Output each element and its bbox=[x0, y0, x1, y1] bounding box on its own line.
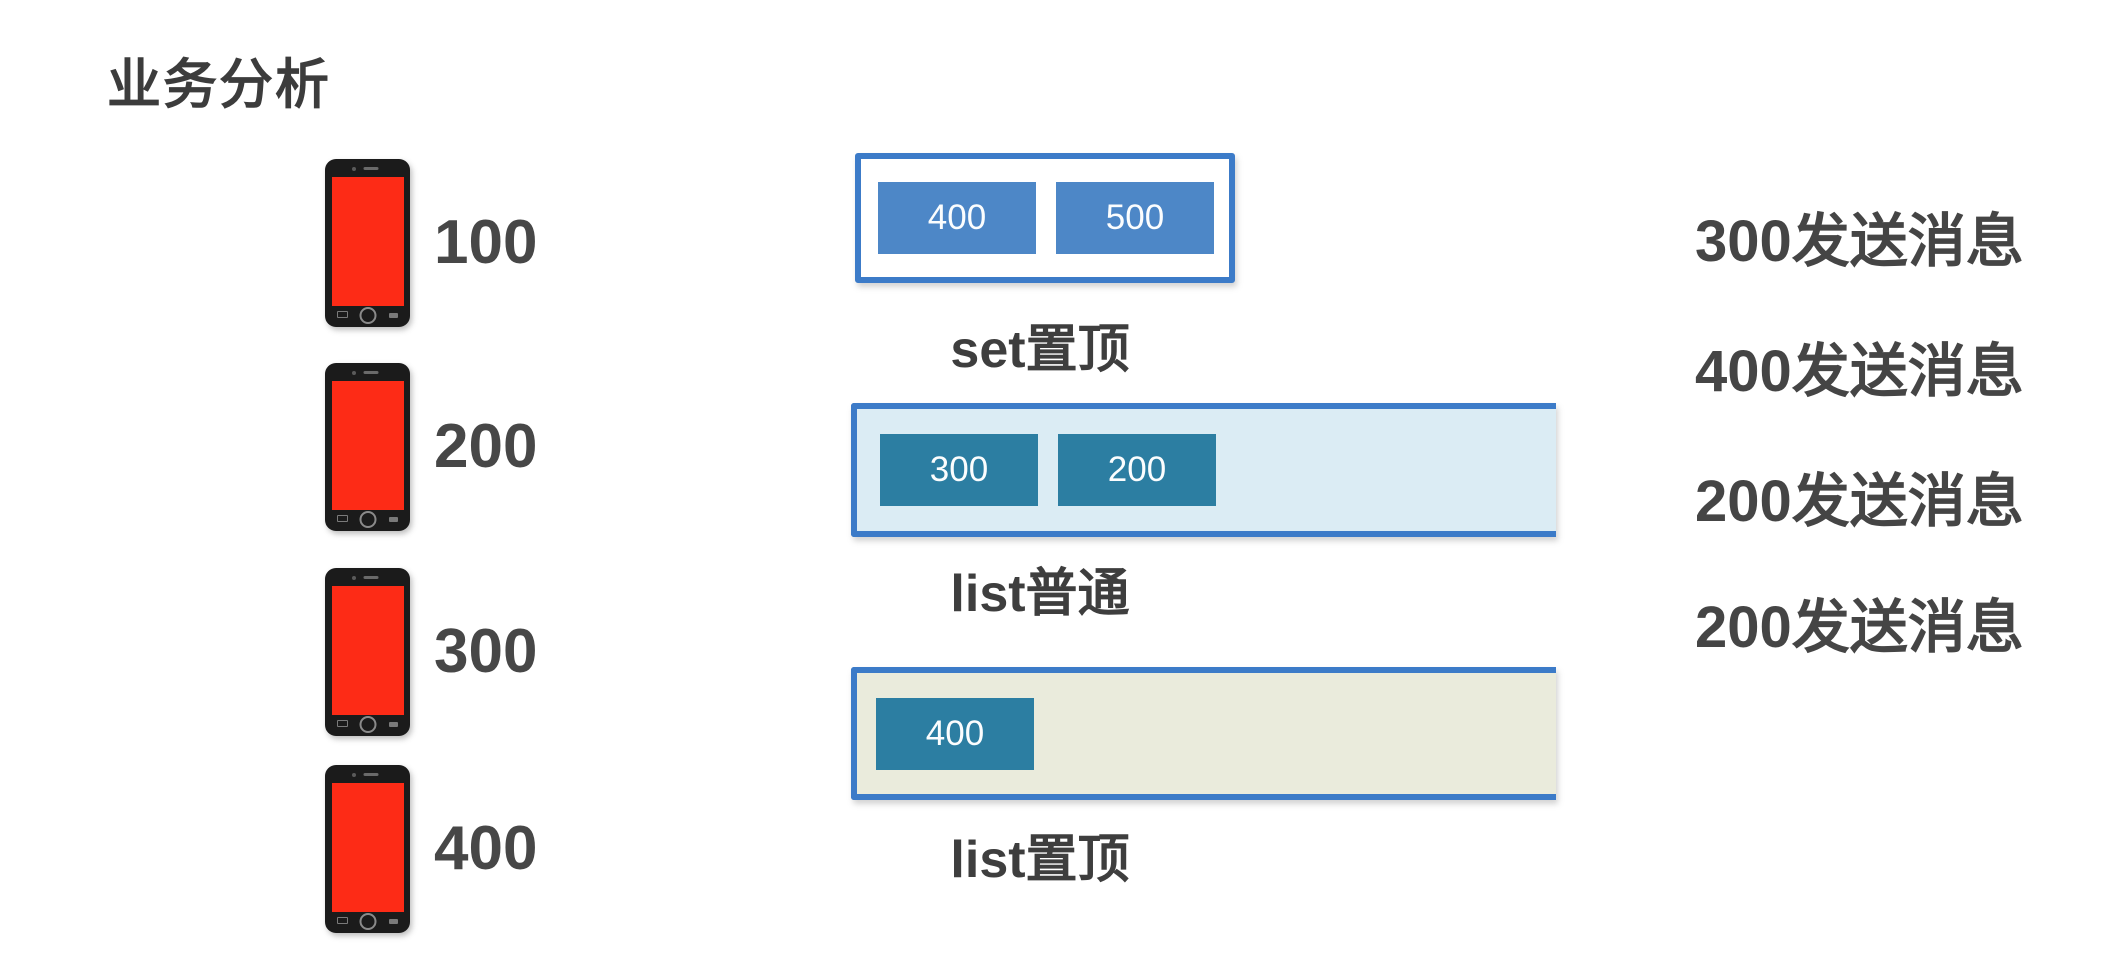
event-label: 400发送消息 bbox=[1695, 339, 2024, 404]
phone-camera-dot bbox=[352, 371, 356, 375]
queue-item: 500 bbox=[1056, 182, 1214, 254]
smartphone-icon bbox=[325, 159, 410, 327]
queue-caption-set-top: set置顶 bbox=[950, 321, 1130, 379]
phone-back-icon bbox=[337, 720, 348, 727]
phone-label: 100 bbox=[434, 208, 538, 277]
queue-box-list-normal: 300 200 bbox=[851, 403, 1556, 537]
phone-speaker bbox=[363, 371, 378, 374]
phone-screen bbox=[332, 586, 404, 715]
phone-home-button bbox=[359, 511, 376, 528]
phone-screen bbox=[332, 783, 404, 912]
phone-unit-400: 400 bbox=[325, 765, 537, 933]
smartphone-icon bbox=[325, 765, 410, 933]
phone-back-icon bbox=[337, 311, 348, 318]
queue-caption-list-normal: list普通 bbox=[950, 565, 1130, 623]
phone-camera-dot bbox=[352, 576, 356, 580]
phone-unit-100: 100 bbox=[325, 159, 537, 327]
phone-label: 300 bbox=[434, 617, 538, 686]
phone-menu-icon bbox=[389, 722, 398, 727]
phone-speaker bbox=[363, 773, 378, 776]
phone-home-button bbox=[359, 307, 376, 324]
phone-label: 200 bbox=[434, 412, 538, 481]
queue-box-list-top: 400 bbox=[851, 667, 1556, 800]
page-title: 业务分析 bbox=[107, 55, 331, 115]
queue-item: 300 bbox=[880, 434, 1038, 506]
phone-camera-dot bbox=[352, 773, 356, 777]
phone-menu-icon bbox=[389, 919, 398, 924]
phone-back-icon bbox=[337, 515, 348, 522]
queue-item: 200 bbox=[1058, 434, 1216, 506]
event-label: 200发送消息 bbox=[1695, 595, 2024, 660]
phone-screen bbox=[332, 381, 404, 510]
phone-camera-dot bbox=[352, 167, 356, 171]
queue-box-set-top: 400 500 bbox=[855, 153, 1235, 283]
phone-menu-icon bbox=[389, 313, 398, 318]
phone-speaker bbox=[363, 167, 378, 170]
smartphone-icon bbox=[325, 363, 410, 531]
phone-unit-200: 200 bbox=[325, 363, 537, 531]
event-label: 200发送消息 bbox=[1695, 469, 2024, 534]
phone-home-button bbox=[359, 913, 376, 930]
phone-speaker bbox=[363, 576, 378, 579]
phone-back-icon bbox=[337, 917, 348, 924]
smartphone-icon bbox=[325, 568, 410, 736]
phone-screen bbox=[332, 177, 404, 306]
phone-home-button bbox=[359, 716, 376, 733]
queue-item: 400 bbox=[876, 697, 1034, 770]
queue-caption-list-top: list置顶 bbox=[950, 831, 1130, 889]
phone-label: 400 bbox=[434, 814, 538, 883]
queue-item: 400 bbox=[878, 182, 1036, 254]
phone-menu-icon bbox=[389, 517, 398, 522]
event-label: 300发送消息 bbox=[1695, 209, 2024, 274]
phone-unit-300: 300 bbox=[325, 568, 537, 736]
